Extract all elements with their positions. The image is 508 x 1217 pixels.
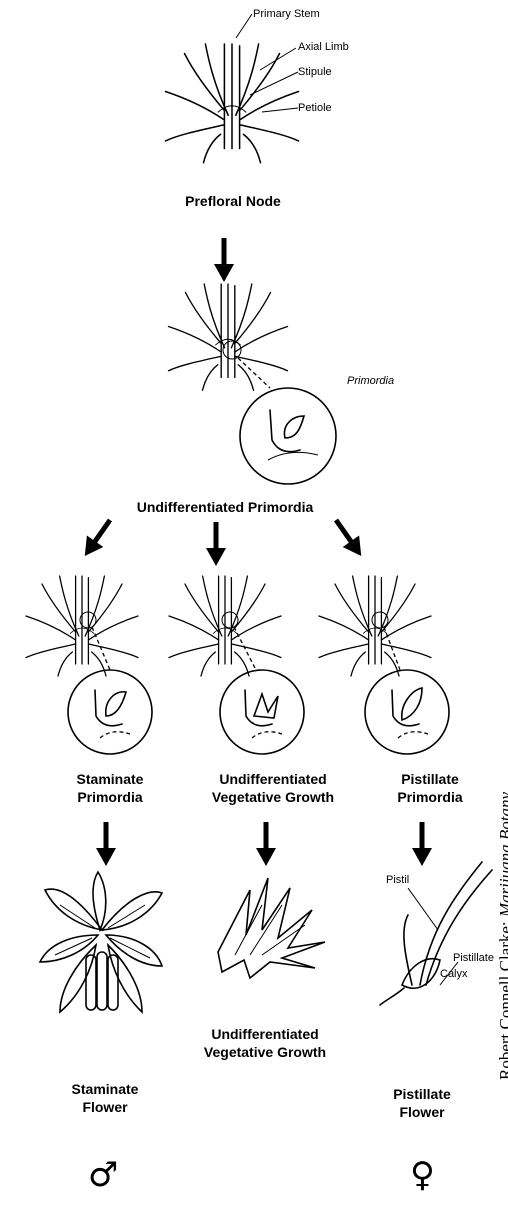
arrows-split (77, 514, 370, 566)
label-axial-limb: Axial Limb (298, 41, 349, 54)
credit-text: Robert Connell Clarke: Marijuana Botany (496, 792, 508, 1080)
label-pistillate-flower-line2: Flower (372, 1103, 472, 1121)
label-petiole: Petiole (298, 102, 332, 115)
pistillate-node-drawing (319, 576, 449, 754)
arrow-down-1 (214, 238, 234, 282)
label-undifferentiated-vegetative-growth-2: Undifferentiated Vegetative Growth (190, 1025, 340, 1061)
label-pistillate-flower: Pistillate Flower (372, 1085, 472, 1121)
label-veg-growth-1-line1: Undifferentiated (198, 770, 348, 788)
label-pistillate-flower-line1: Pistillate (372, 1085, 472, 1103)
label-primary-stem: Primary Stem (253, 8, 320, 21)
label-prefloral-node: Prefloral Node (158, 192, 308, 210)
label-staminate-flower-line1: Staminate (50, 1080, 160, 1098)
label-stipule: Stipule (298, 66, 332, 79)
label-undifferentiated-primordia: Undifferentiated Primordia (100, 498, 350, 516)
label-staminate-flower-line2: Flower (50, 1098, 160, 1116)
label-pistillate-primordia-line1: Pistillate (370, 770, 490, 788)
label-veg-growth-1-line2: Vegetative Growth (198, 788, 348, 806)
label-pistil: Pistil (386, 874, 409, 887)
label-staminate-primordia-line2: Primordia (50, 788, 170, 806)
label-veg-growth-2-line1: Undifferentiated (190, 1025, 340, 1043)
female-symbol-icon: ♀ (410, 1158, 435, 1192)
label-pistillate-primordia: Pistillate Primordia (370, 770, 490, 806)
label-pistillate: Pistillate (453, 952, 494, 965)
label-staminate-primordia: Staminate Primordia (50, 770, 170, 806)
prefloral-node-drawing (166, 44, 299, 163)
credit-author: Robert Connell Clarke: (496, 917, 508, 1080)
label-veg-growth-2-line2: Vegetative Growth (190, 1043, 340, 1061)
label-staminate-primordia-line1: Staminate (50, 770, 170, 788)
label-primordia: Primordia (347, 375, 394, 388)
top-label-leaders (236, 14, 298, 112)
staminate-node-drawing (26, 576, 152, 754)
label-staminate-flower: Staminate Flower (50, 1080, 160, 1116)
credit-book: Marijuana Botany (496, 792, 508, 917)
primordia-node-drawing (169, 284, 337, 484)
vegetative-growth-drawing (218, 878, 325, 978)
arrows-row-2 (96, 822, 432, 866)
male-symbol-icon: ♂ (88, 1158, 118, 1192)
label-undifferentiated-vegetative-growth-1: Undifferentiated Vegetative Growth (198, 770, 348, 806)
label-pistillate-primordia-line2: Primordia (370, 788, 490, 806)
vegetative-node-drawing (169, 576, 304, 754)
label-calyx: Calyx (440, 968, 468, 981)
staminate-flower-drawing (40, 872, 162, 1012)
